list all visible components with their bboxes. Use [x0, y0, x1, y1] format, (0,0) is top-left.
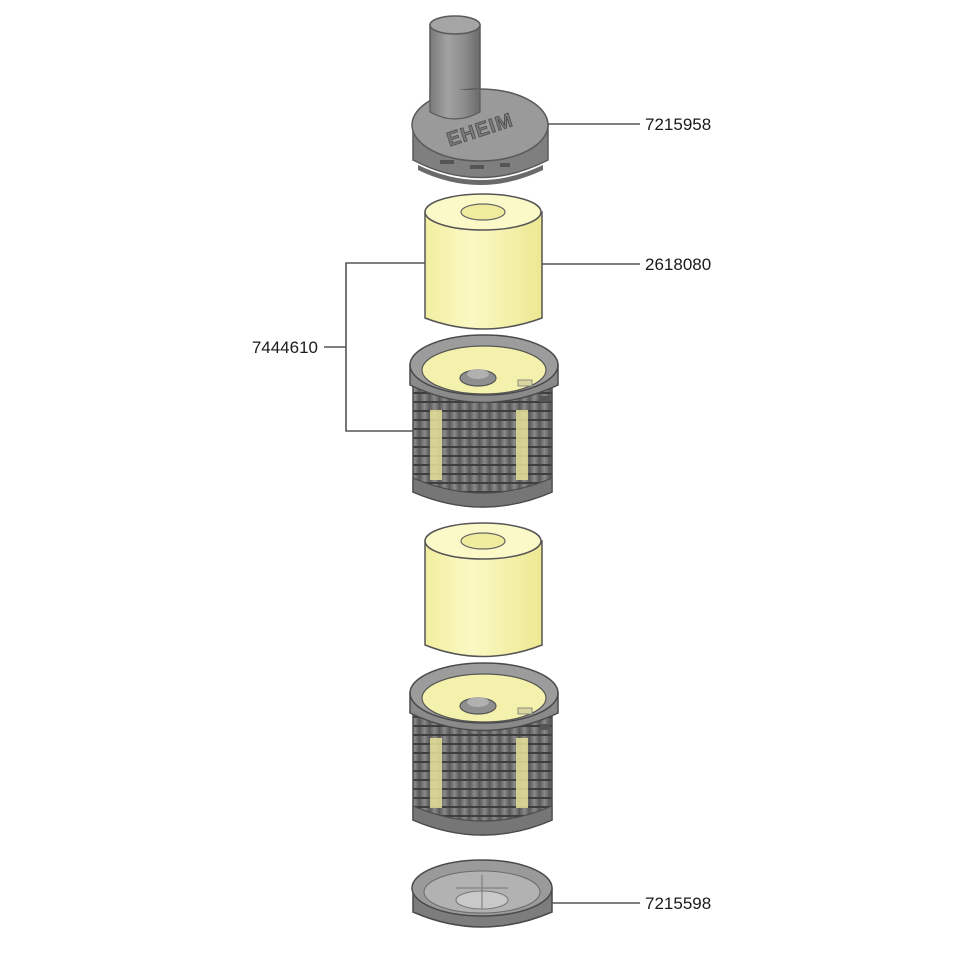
rim-slot [470, 165, 484, 169]
part-number-cartridge: 7444610 [252, 338, 318, 357]
part-number-bottom-cap: 7215598 [645, 894, 711, 913]
part-number-sponge: 2618080 [645, 255, 711, 274]
part-number-lid: 7215958 [645, 115, 711, 134]
filter-cartridge-top [409, 334, 559, 508]
sponge-insert-top [424, 193, 543, 330]
lid-part [411, 15, 549, 185]
bottom-cap-part [411, 859, 553, 928]
sponge-insert-bottom [424, 522, 543, 658]
filter-cartridge-bottom [409, 662, 559, 836]
rim-slot [440, 160, 454, 164]
rim-slot [500, 163, 510, 167]
